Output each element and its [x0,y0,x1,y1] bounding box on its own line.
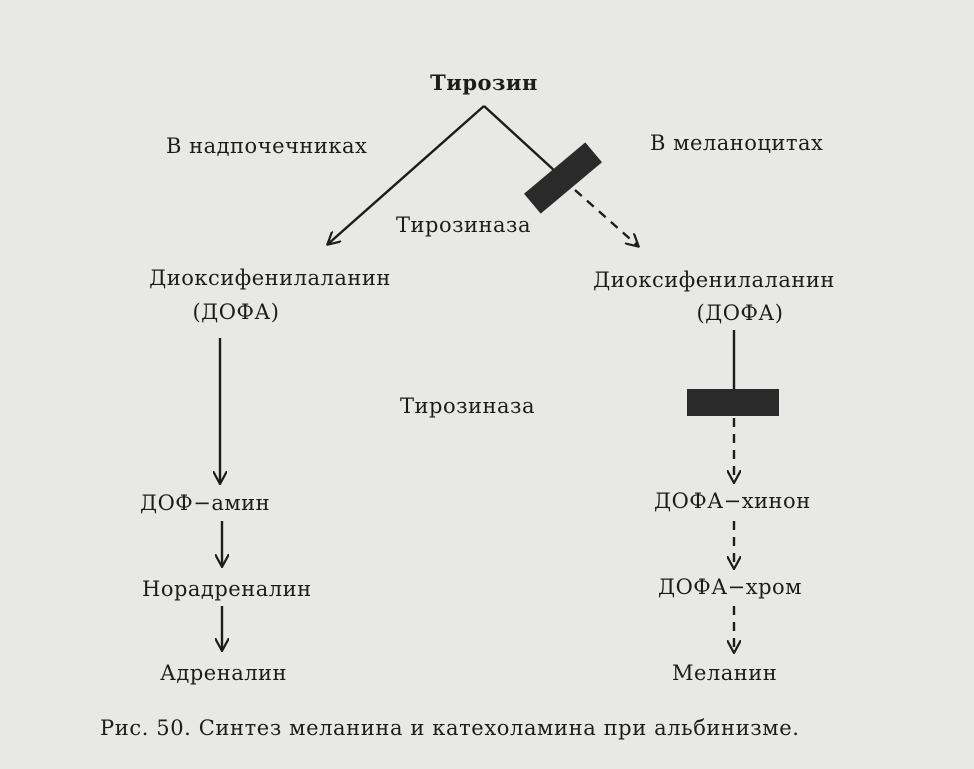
node-right-dopa-line2: (ДОФА) [696,301,784,325]
node-dopachrome: ДОФА−хром [658,575,802,599]
node-tyrosine: Тирозин [430,70,538,95]
arrow-block-to-right-dopa [574,189,638,246]
node-right-dopa-line1: Диоксифенилаланин [593,268,835,292]
enzyme-label-top: Тирозиназа [396,213,532,237]
region-right-melanocytes: В меланоцитах [650,131,824,155]
node-left-dopa-line2: (ДОФА) [192,300,280,324]
region-left-adrenal: В надпочечниках [166,134,368,158]
node-melanin: Меланин [672,661,778,685]
line-tyrosine-to-block [483,105,557,173]
enzyme-label-middle: Тирозиназа [400,394,536,418]
node-dopaquinone: ДОФА−хинон [654,489,811,513]
node-dopamine: ДОФ−амин [140,491,271,515]
figure-caption: Рис. 50. Синтез меланина и катехоламина … [100,716,800,740]
arrow-tyrosine-to-left-dopa [328,105,485,244]
enzyme-block-middle [687,389,779,416]
node-adrenaline: Адреналин [160,661,288,685]
node-noradrenaline: Норадреналин [142,577,312,601]
node-left-dopa-line1: Диоксифенилаланин [149,266,391,290]
enzyme-block-top [524,142,602,214]
